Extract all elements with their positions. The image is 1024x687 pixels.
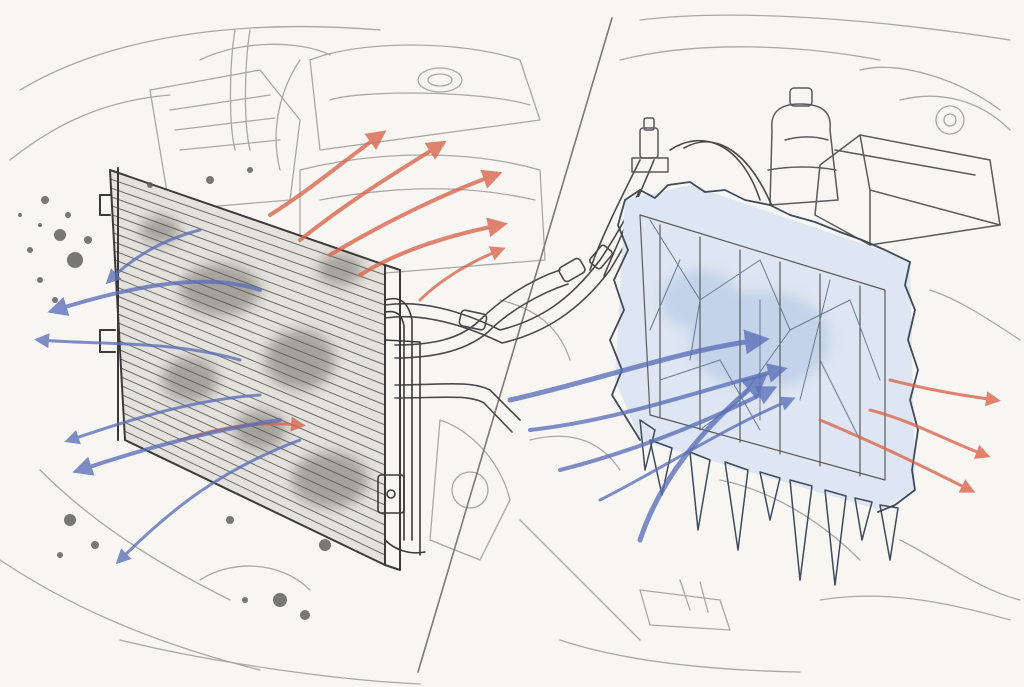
condenser-fin	[124, 430, 386, 556]
grime-smudges	[140, 216, 368, 508]
airflow-arrow-icon	[72, 418, 282, 476]
dirt-particle-icon	[54, 229, 66, 241]
airflow-arrow-icon	[637, 373, 768, 543]
airflow-arrows	[34, 130, 1001, 565]
dirt-particle-icon	[319, 539, 331, 551]
ice-crystal-shard	[759, 259, 791, 331]
condenser-fin	[123, 412, 386, 536]
dirt-particle-icon	[67, 252, 83, 268]
ice-crystal-shard	[789, 299, 851, 331]
airflow-arrow-icon	[358, 217, 508, 277]
dirt-particle-icon	[41, 196, 49, 204]
panel-divider-line	[417, 17, 613, 673]
dirt-particle-icon	[18, 213, 22, 217]
airflow-arrow-icon	[47, 279, 262, 317]
dirt-particle-icon	[84, 236, 92, 244]
dirt-particles	[18, 167, 331, 620]
dirt-particle-icon	[52, 297, 58, 303]
airflow-arrow-icon	[507, 329, 770, 403]
condenser-fin	[117, 304, 386, 416]
icicle-icon	[824, 489, 847, 586]
ice-crystal-shard	[649, 259, 681, 331]
icicle-icon	[649, 439, 673, 496]
condenser-fin	[119, 340, 386, 456]
engine-bay-background	[0, 14, 1021, 685]
airflow-arrow-icon	[298, 140, 447, 242]
icicle-icon	[689, 451, 711, 531]
icicle-icon	[759, 471, 781, 521]
dirt-particle-icon	[38, 223, 42, 227]
condenser-fin	[118, 322, 386, 436]
condenser-fin	[119, 349, 386, 466]
airflow-arrow-icon	[598, 396, 796, 502]
icicle-icon	[879, 504, 899, 561]
condenser-fin	[116, 295, 386, 406]
dirt-particle-icon	[37, 277, 43, 283]
dirt-particle-icon	[273, 593, 287, 607]
airflow-arrow-icon	[34, 333, 242, 362]
airflow-arrow-icon	[115, 438, 302, 565]
airflow-arrow-icon	[868, 408, 991, 459]
icicle-icon	[789, 479, 813, 581]
dirty-condenser	[99, 167, 426, 571]
dirt-particle-icon	[242, 597, 248, 603]
dirt-particle-icon	[64, 514, 76, 526]
coolant-reservoir	[767, 87, 839, 206]
dirt-particle-icon	[27, 247, 33, 253]
airflow-arrow-icon	[888, 378, 1001, 407]
ice-crystal-shard	[659, 359, 721, 381]
ac-valve-fitting	[631, 117, 669, 173]
dirt-particle-icon	[91, 541, 99, 549]
condenser-fin	[114, 259, 386, 366]
airflow-arrow-icon	[268, 130, 387, 217]
ice-crystal-shard	[849, 299, 881, 381]
dirt-particle-icon	[206, 176, 214, 184]
dirt-particle-icon	[226, 516, 234, 524]
ice-crystal-shard	[819, 359, 861, 441]
frozen-evaporator	[609, 181, 919, 586]
airflow-arrow-icon	[105, 228, 202, 285]
airflow-arrow-icon	[818, 418, 976, 493]
airflow-arrow-icon	[558, 386, 778, 472]
battery-box	[814, 134, 1001, 246]
airflow-arrow-icon	[64, 393, 262, 445]
airflow-arrow-icon	[328, 169, 503, 257]
dirt-particle-icon	[147, 182, 153, 188]
dirt-particle-icon	[300, 610, 310, 620]
dirt-particle-icon	[247, 167, 253, 173]
dirt-particle-icon	[57, 552, 63, 558]
ice-crystal-shard	[699, 259, 761, 301]
ice-crystal-shard	[799, 279, 831, 401]
icicle-icon	[724, 461, 749, 551]
condenser-fin	[117, 313, 386, 426]
ice-crystal-shard	[689, 299, 701, 361]
ice-crystal-shard	[649, 219, 701, 301]
condenser-fin	[116, 286, 386, 396]
dirt-particle-icon	[65, 212, 71, 218]
condenser-fin	[118, 331, 386, 446]
condenser-fin	[115, 277, 386, 386]
icicle-icon	[854, 497, 873, 541]
airflow-arrow-icon	[418, 246, 506, 302]
